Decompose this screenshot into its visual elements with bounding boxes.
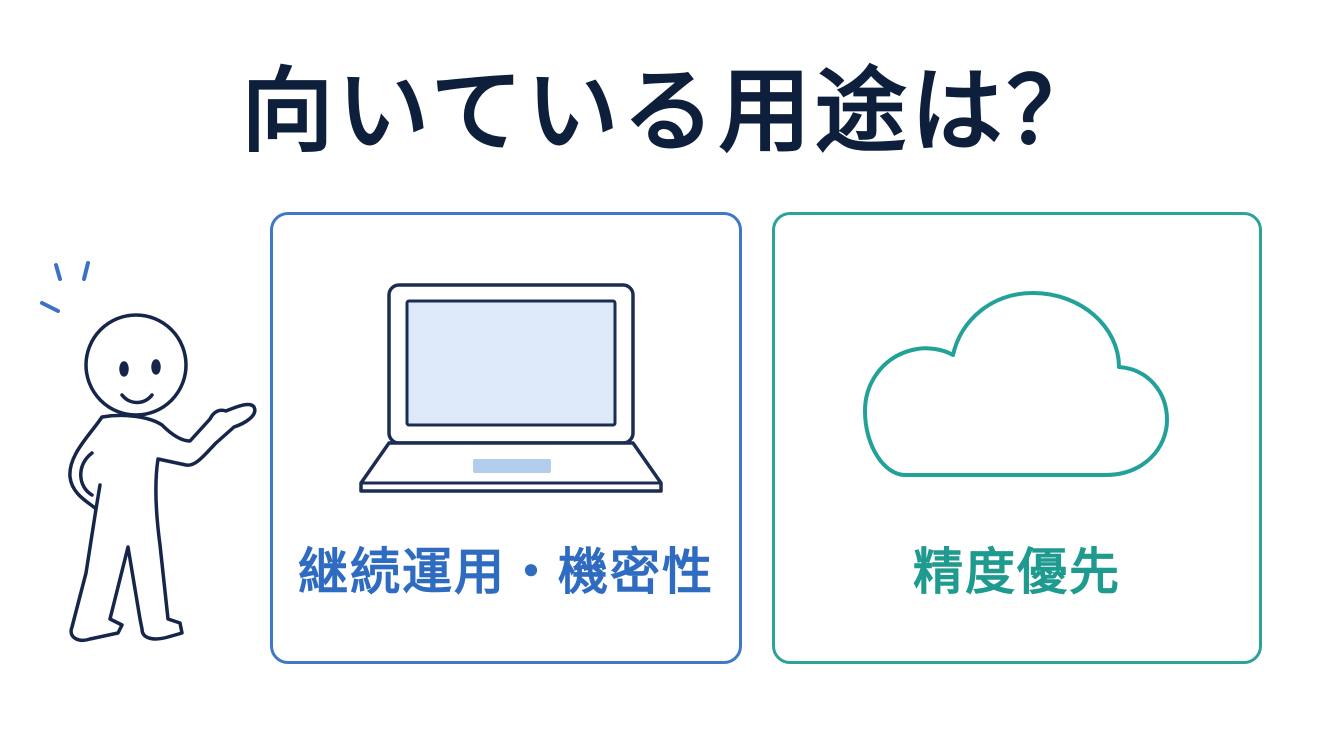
- pointing-person-illustration: [40, 261, 257, 642]
- use-case-card-continuous-operation: 継続運用・機密性: [270, 212, 742, 664]
- face-icon: [119, 359, 161, 405]
- card-label-accuracy: 精度優先: [913, 543, 1121, 601]
- page-title: 向いている用途は？: [241, 58, 1103, 165]
- use-case-card-accuracy: 精度優先: [772, 212, 1262, 664]
- card-label-continuous-operation: 継続運用・機密性: [298, 543, 714, 601]
- laptop-icon: [359, 283, 663, 493]
- cloud-icon: [863, 291, 1169, 477]
- emphasis-lines-icon: [40, 261, 90, 313]
